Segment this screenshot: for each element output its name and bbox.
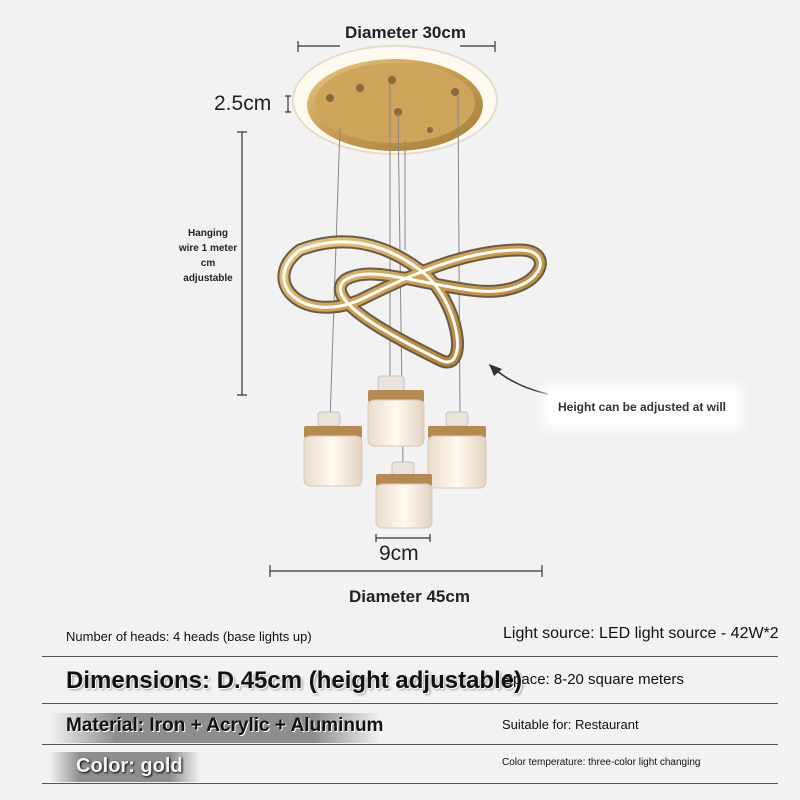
spec-table: Number of heads: 4 heads (base lights up… xyxy=(0,615,800,800)
thickness-label: 2.5cm xyxy=(214,92,272,115)
color-highlight xyxy=(50,752,200,782)
twisted-ring xyxy=(277,235,547,369)
top-diameter-line xyxy=(297,41,496,52)
spec-color: Color: gold xyxy=(76,755,183,777)
hanging-wire-line xyxy=(237,131,247,396)
spec-light-source: Light source: LED light source - 42W*2 xyxy=(503,625,779,642)
spec-color-temperature: Color temperature: three-color light cha… xyxy=(502,757,701,768)
pendant-shade-4 xyxy=(375,461,433,529)
pendant-shade-3 xyxy=(427,411,487,489)
spec-heads: Number of heads: 4 heads (base lights up… xyxy=(66,629,312,644)
top-diameter-label: Diameter 30cm xyxy=(345,23,466,42)
overall-diameter-label: Diameter 45cm xyxy=(349,587,470,606)
thickness-marker xyxy=(285,95,291,113)
spec-dimensions: Dimensions: D.45cm (height adjustable) xyxy=(66,667,523,694)
spec-space: Space: 8-20 square meters xyxy=(503,671,684,688)
shade-width-label: 9cm xyxy=(379,542,419,565)
pendant-shade-2 xyxy=(367,375,425,447)
pendant-shade-1 xyxy=(303,411,363,487)
spec-separator-4 xyxy=(42,783,778,784)
shade-width-line xyxy=(375,534,431,542)
spec-material: Material: Iron + Acrylic + Aluminum xyxy=(66,715,384,736)
height-adjust-callout: Height can be adjusted at will xyxy=(548,390,736,424)
spec-separator-1 xyxy=(42,656,778,657)
material-highlight xyxy=(50,713,380,743)
spec-suitable: Suitable for: Restaurant xyxy=(502,717,639,732)
spec-separator-3 xyxy=(42,744,778,745)
ceiling-canopy xyxy=(292,45,498,155)
overall-diameter-line xyxy=(269,565,543,577)
hanging-wire-label: Hanging wire 1 meter cm adjustable xyxy=(178,228,238,284)
callout-arrow xyxy=(489,364,549,395)
spec-separator-2 xyxy=(42,703,778,704)
chandelier-illustration xyxy=(237,41,549,577)
